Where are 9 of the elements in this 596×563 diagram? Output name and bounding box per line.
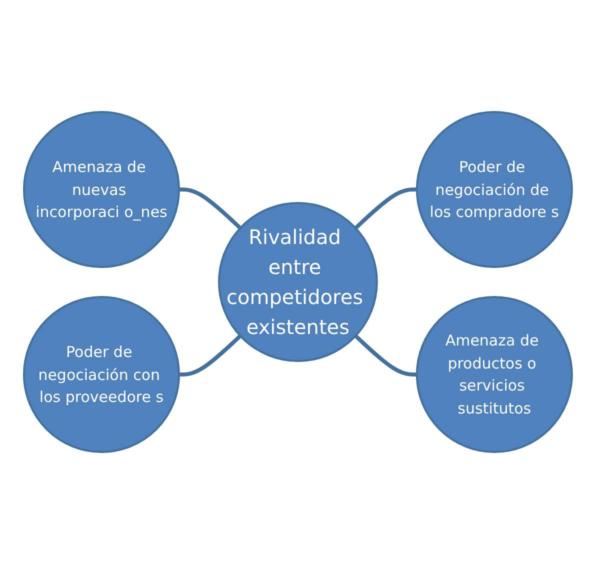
node-circle: Poder de negociación con los proveedore s xyxy=(23,296,180,452)
node-circle: Amenaza de productos o servicios sustitutos xyxy=(416,296,573,452)
connector xyxy=(354,334,417,376)
node-circle: Amenaza de nuevas incorporaci o_nes xyxy=(23,110,180,268)
connector xyxy=(179,187,242,230)
node-circle: Poder de negociación de los compradore s xyxy=(416,110,573,268)
connector xyxy=(179,334,242,376)
node-circle: Rivalidad entre competidores existentes xyxy=(218,202,378,362)
connector xyxy=(354,187,417,230)
